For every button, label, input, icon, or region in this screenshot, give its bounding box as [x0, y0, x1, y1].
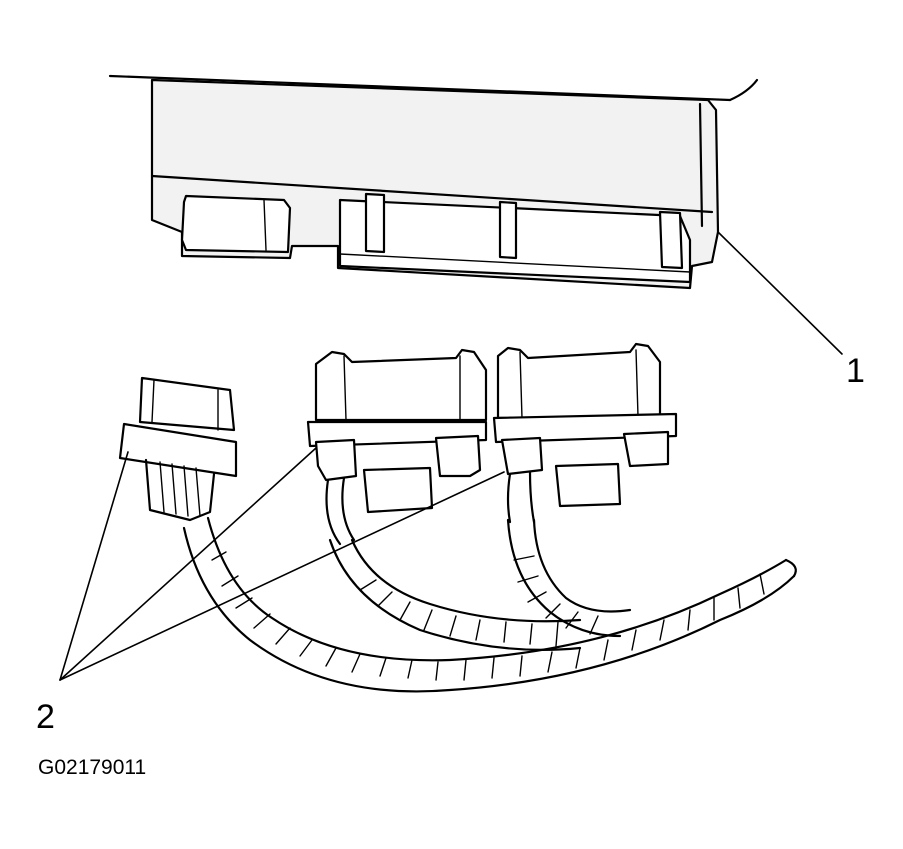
figure-id: G02179011 [38, 756, 146, 779]
harness-connector-right [492, 342, 678, 524]
wiring-harness [182, 516, 797, 693]
callout-2-leaders [59, 447, 505, 681]
callout-1-label: 1 [846, 352, 865, 390]
callout-1-leader [717, 231, 843, 355]
callout-2-label: 2 [36, 698, 55, 736]
harness-connector-middle [306, 348, 488, 546]
control-module [108, 74, 759, 290]
harness-connector-left [118, 376, 238, 522]
